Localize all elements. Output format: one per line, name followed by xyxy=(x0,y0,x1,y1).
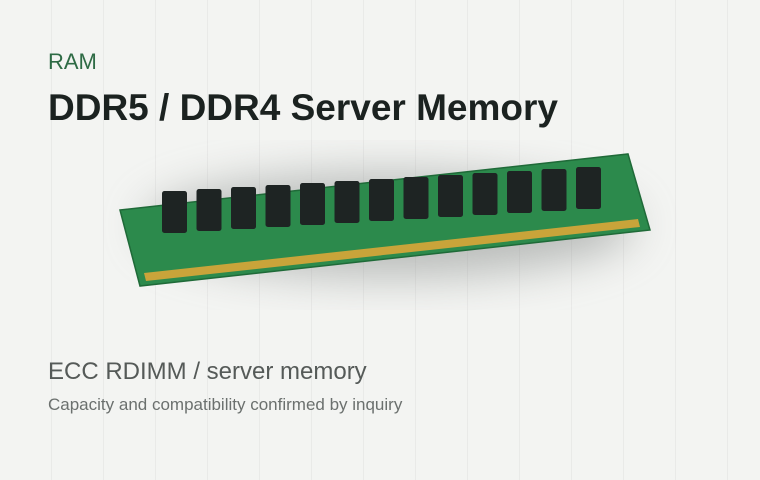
ram-chip xyxy=(334,181,360,223)
ram-chip xyxy=(472,173,498,215)
ram-chip xyxy=(403,177,429,219)
category-label: RAM xyxy=(48,49,97,74)
ram-chip xyxy=(369,179,394,221)
ram-chip xyxy=(265,185,291,227)
ram-chip-group xyxy=(162,167,601,233)
compatibility-note: Capacity and compatibility confirmed by … xyxy=(48,395,403,414)
ram-chip xyxy=(231,187,256,229)
ram-chip xyxy=(196,189,222,231)
ram-chip xyxy=(438,175,463,217)
ram-chip xyxy=(507,171,532,213)
ram-gold-contacts xyxy=(144,219,640,281)
module-subtitle: ECC RDIMM / server memory xyxy=(48,358,367,385)
ram-module-illustration xyxy=(119,153,651,287)
ram-chip xyxy=(162,191,187,233)
ram-chip xyxy=(576,167,601,209)
ram-chip xyxy=(541,169,567,211)
ram-chip xyxy=(300,183,325,225)
page-title: DDR5 / DDR4 Server Memory xyxy=(48,87,558,128)
